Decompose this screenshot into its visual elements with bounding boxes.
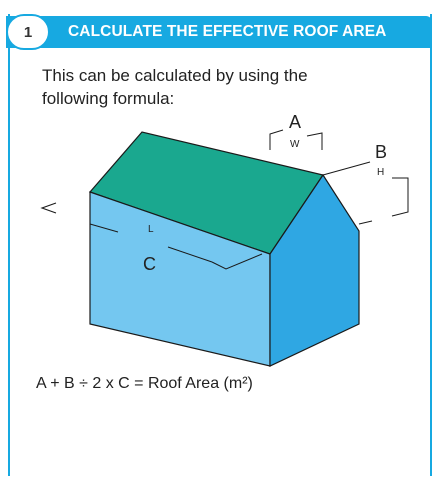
step-header: [6, 16, 432, 48]
dimension-bracket-a: [269, 129, 284, 150]
label-l: L: [148, 224, 154, 235]
dimension-bracket-b-bottom: [358, 220, 373, 225]
intro-text: This can be calculated by using the foll…: [42, 66, 308, 108]
dimension-line-c-mid: [167, 246, 213, 263]
dimension-bracket-b-top: [322, 161, 371, 176]
label-w: W: [290, 139, 300, 150]
dimension-bracket-a-right: [306, 132, 323, 150]
dimension-line-c-right: [211, 253, 263, 270]
step-title: CALCULATE THE EFFECTIVE ROOF AREA: [68, 23, 387, 40]
roof-area-formula: A + B ÷ 2 x C = Roof Area (m²): [36, 375, 253, 392]
gable-wall: [269, 173, 360, 367]
label-a: A: [289, 112, 301, 132]
step-card: [8, 14, 432, 476]
step-number-badge: 1: [6, 14, 50, 50]
dimension-line-c: [89, 223, 119, 233]
label-b: B: [375, 142, 387, 162]
left-dimension-mark: [40, 202, 57, 214]
label-h: H: [377, 167, 384, 178]
dimension-bracket-b-right: [391, 177, 409, 217]
label-c: C: [143, 254, 156, 274]
